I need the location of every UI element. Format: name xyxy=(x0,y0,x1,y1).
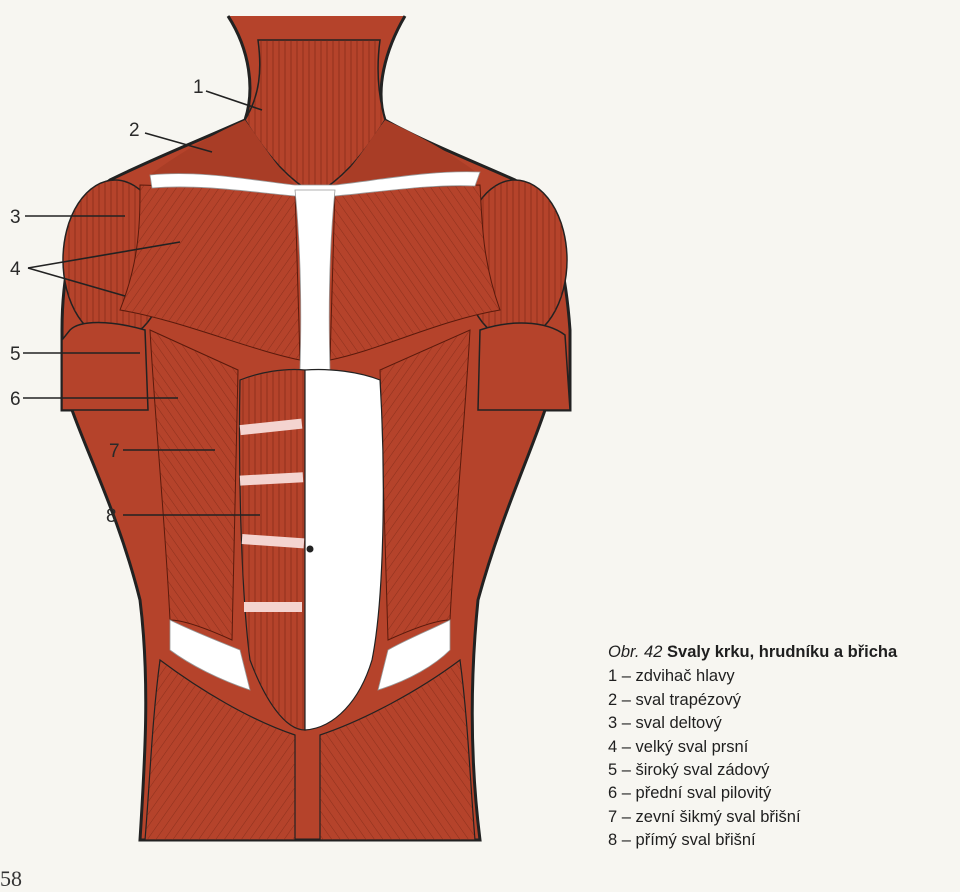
oblique-left-fibers xyxy=(150,330,238,640)
pectoral-left-fibers xyxy=(120,185,300,360)
trapezius-right xyxy=(335,120,480,185)
clavicle-band xyxy=(149,171,481,197)
leader-line-1 xyxy=(205,90,263,111)
leader-line-2 xyxy=(144,132,213,153)
leader-line-4b xyxy=(27,267,126,297)
tendinous-intersection xyxy=(241,534,305,549)
legend-item-2: 2 – sval trapézový xyxy=(608,690,741,709)
legend-item-5: 5 – široký sval zádový xyxy=(608,761,770,780)
tendinous-intersection xyxy=(244,602,302,612)
navel xyxy=(306,545,314,553)
callout-3: 3 xyxy=(10,207,21,228)
legend-item-8: 8 – přímý sval břišní xyxy=(608,831,756,850)
thigh-right-fibers xyxy=(320,660,475,840)
callout-2: 2 xyxy=(129,120,140,141)
legend-item-4: 4 – velký sval prsní xyxy=(608,737,749,756)
rectus-sheath xyxy=(304,368,384,731)
tendinous-intersection xyxy=(239,472,304,486)
oblique-right-fibers xyxy=(380,330,470,640)
callout-5: 5 xyxy=(10,344,21,365)
figure-title: Svaly krku, hrudníku a břicha xyxy=(667,643,898,661)
figure-caption: Obr. 42 Svaly krku, hrudníku a břicha 1 … xyxy=(608,641,958,853)
inguinal-band xyxy=(377,619,451,691)
legend-item-1: 1 – zdvihač hlavy xyxy=(608,667,735,686)
legend-item-7: 7 – zevní šikmý sval břišní xyxy=(608,807,801,826)
callout-4: 4 xyxy=(10,259,21,280)
trapezius-left xyxy=(150,120,295,185)
callout-8: 8 xyxy=(106,506,117,527)
rectus-abdominis-fibers xyxy=(239,369,305,730)
neck-fibers xyxy=(245,40,385,195)
callout-7: 7 xyxy=(109,441,120,462)
pectoral-right-fibers xyxy=(330,185,500,360)
figure-number: Obr. 42 xyxy=(608,643,663,661)
tendinous-intersection xyxy=(239,418,303,436)
leader-line-4a xyxy=(27,241,181,269)
thigh-left-fibers xyxy=(145,660,295,840)
page-number: 58 xyxy=(0,866,22,891)
upper-arm-left xyxy=(61,321,149,411)
sternum xyxy=(294,189,336,371)
caption-title-line: Obr. 42 Svaly krku, hrudníku a břicha xyxy=(608,641,958,664)
callout-6: 6 xyxy=(10,389,21,410)
legend-item-6: 6 – přední sval pilovitý xyxy=(608,784,772,803)
legend-item-3: 3 – sval deltový xyxy=(608,714,722,733)
upper-arm-right xyxy=(477,322,571,411)
callout-1: 1 xyxy=(193,77,204,98)
inguinal-band xyxy=(169,619,251,691)
